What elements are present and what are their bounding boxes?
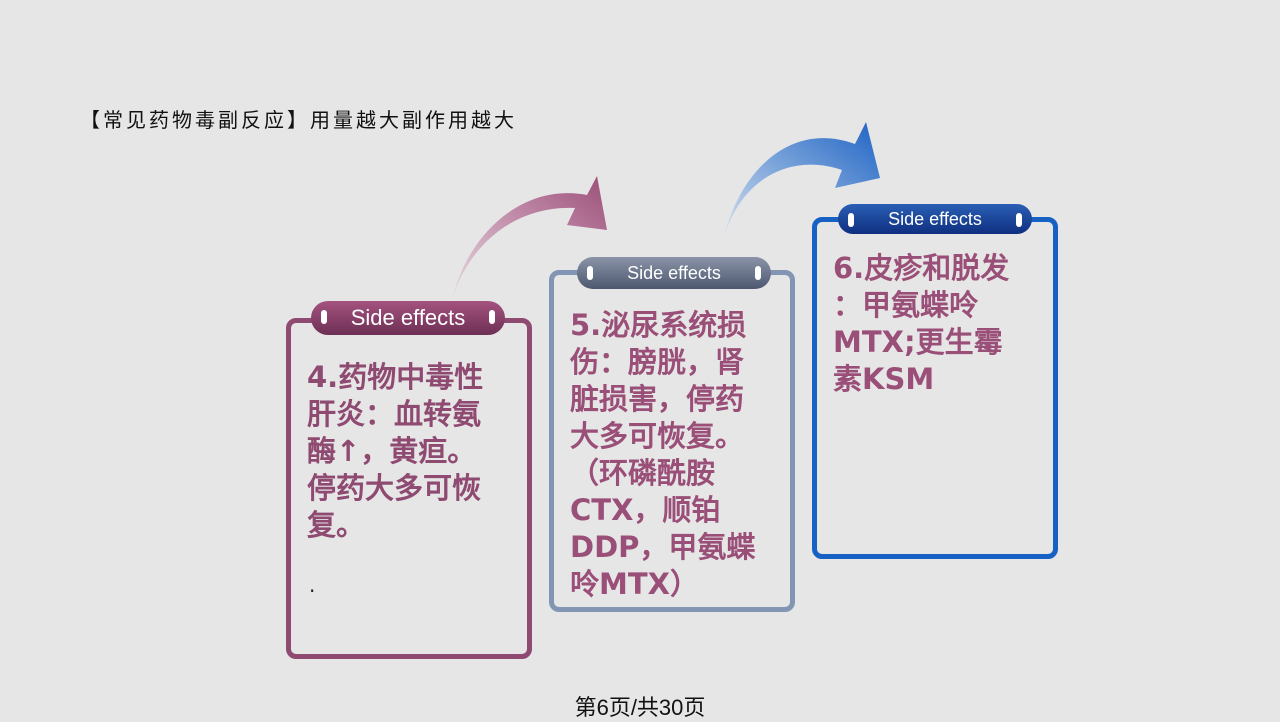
side-effect-card-6: 6.皮疹和脱发 ：甲氨蝶呤 MTX;更生霉 素KSM [812,217,1058,559]
page-number: 第6页/共30页 [574,695,706,720]
card-text: 4.药物中毒性 肝炎：血转氨 酶↑，黄疸。 停药大多可恢 复。 [307,360,484,542]
tab-dot [489,310,495,324]
side-effects-tab: Side effects [838,204,1032,234]
tab-dot [1016,213,1022,227]
slide-title: 【常见药物毒副反应】用量越大副作用越大 [80,108,517,132]
curved-arrow-icon [723,122,880,242]
curved-arrow-icon [452,176,607,300]
side-effects-tab: Side effects [311,301,505,335]
tab-label: Side effects [888,208,982,229]
side-effect-card-4: 4.药物中毒性 肝炎：血转氨 酶↑，黄疸。 停药大多可恢 复。 . [286,318,532,659]
tab-label: Side effects [627,262,721,283]
side-effects-tab: Side effects [577,257,771,289]
card-text: 5.泌尿系统损 伤：膀胱，肾 脏损害，停药 大多可恢复。 （环磷酰胺 CTX，顺… [570,308,756,601]
side-effect-card-5: 5.泌尿系统损 伤：膀胱，肾 脏损害，停药 大多可恢复。 （环磷酰胺 CTX，顺… [549,270,795,612]
tab-dot [321,310,327,324]
tab-dot [755,266,761,280]
card-note: . [309,573,316,597]
tab-dot [587,266,593,280]
card-text: 6.皮疹和脱发 ：甲氨蝶呤 MTX;更生霉 素KSM [833,251,1010,396]
tab-dot [848,213,854,227]
tab-label: Side effects [350,305,466,330]
